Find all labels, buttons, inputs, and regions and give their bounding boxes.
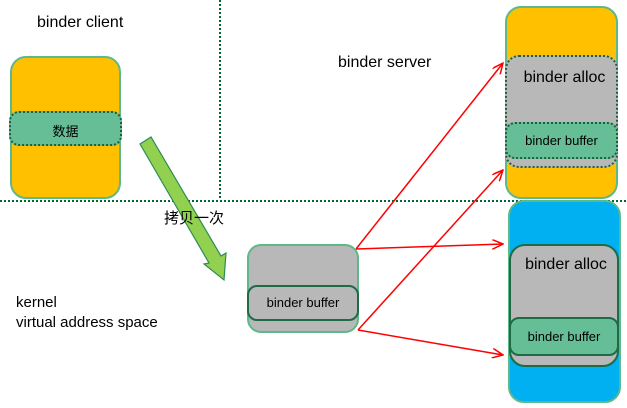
map-arrow-to-kernel-buffer: [357, 329, 503, 355]
binder-client-label: binder client: [37, 14, 124, 31]
copy-arrow: [139, 136, 227, 282]
virtual-address-space-label: virtual address space: [16, 314, 158, 331]
server-binder-buffer: binder buffer: [505, 122, 618, 159]
map-arrow-to-server-alloc: [355, 63, 503, 250]
copy-arrow-shape: [139, 136, 227, 282]
map-arrow-to-kernel-alloc: [355, 244, 503, 250]
server-binder-buffer-label: binder buffer: [525, 133, 598, 148]
server-kernel-binder-buffer-label: binder buffer: [527, 329, 601, 344]
server-kernel-binder-buffer: binder buffer: [509, 317, 619, 356]
map-arrow-to-server-buffer: [357, 170, 503, 331]
client-data-block: 数据: [9, 111, 122, 146]
client-data-label: 数据: [52, 124, 79, 139]
server-binder-alloc-label: binder alloc: [523, 69, 606, 86]
server-kernel-binder-alloc-label: binder alloc: [525, 256, 607, 273]
copy-once-label: 拷贝一次: [164, 210, 225, 227]
binder-server-label: binder server: [338, 54, 432, 71]
kernel-binder-buffer-label: binder buffer: [266, 295, 340, 310]
kernel-binder-buffer: binder buffer: [247, 285, 359, 321]
kernel-label: kernel: [16, 294, 57, 311]
